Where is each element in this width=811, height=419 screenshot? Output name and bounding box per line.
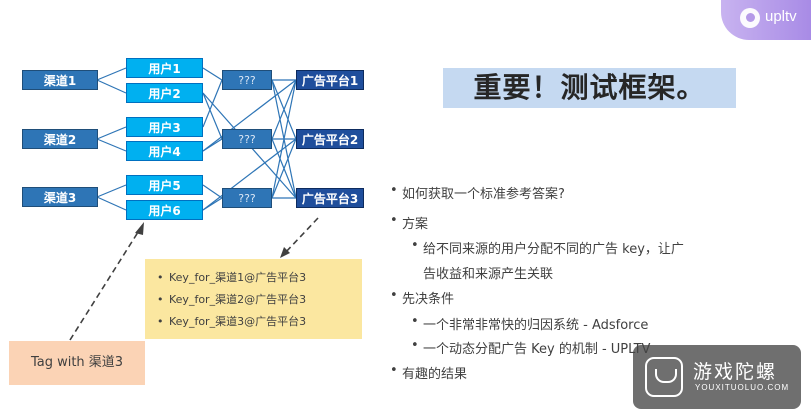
ad-platform-2: 广告平台2 xyxy=(296,129,364,149)
bullet-prereq-key-allocation: 一个动态分配广告 Key 的机制 - UPLTV xyxy=(411,338,650,357)
unknown-node-1: ??? xyxy=(222,70,272,90)
arrow-head-up xyxy=(135,222,144,235)
arrow-head-down xyxy=(280,247,290,258)
user-2: 用户2 xyxy=(126,83,203,103)
bullet-prereq-attribution: 一个非常非常快的归因系统 - Adsforce xyxy=(411,314,648,333)
bullet-result: 有趣的结果 xyxy=(390,363,467,382)
key-item: Key_for_渠道2@广告平台3 xyxy=(157,289,362,311)
ad-platform-3: 广告平台3 xyxy=(296,188,364,208)
upltv-logo-icon xyxy=(740,8,760,28)
ad-platform-1: 广告平台1 xyxy=(296,70,364,90)
key-callout-box: Key_for_渠道1@广告平台3 Key_for_渠道2@广告平台3 Key_… xyxy=(145,259,362,339)
upltv-logo: upltv xyxy=(721,0,811,40)
bullet-prerequisites: 先决条件 xyxy=(390,288,454,307)
user-1: 用户1 xyxy=(126,58,203,78)
tag-callout-box: Tag with 渠道3 xyxy=(9,341,145,385)
gamepad-logo-icon xyxy=(645,357,683,397)
channel-3: 渠道3 xyxy=(22,187,98,207)
user-4: 用户4 xyxy=(126,141,203,161)
bullet-question: 如何获取一个标准参考答案? xyxy=(390,183,565,202)
slide-title: 重要！测试框架。 xyxy=(443,68,736,108)
key-item: Key_for_渠道1@广告平台3 xyxy=(157,267,362,289)
bullet-plan-item-continued: 告收益和来源产生关联 xyxy=(423,267,554,282)
user-6: 用户6 xyxy=(126,200,203,220)
user-5: 用户5 xyxy=(126,175,203,195)
watermark-url: YOUXITUOLUO.COM xyxy=(695,383,790,392)
key-item: Key_for_渠道3@广告平台3 xyxy=(157,311,362,333)
watermark-text: 游戏陀螺 xyxy=(693,361,778,383)
logo-text: upltv xyxy=(765,8,797,25)
bullet-plan-item: 给不同来源的用户分配不同的广告 key，让广 xyxy=(411,238,684,257)
unknown-node-2: ??? xyxy=(222,129,272,149)
watermark: 游戏陀螺 YOUXITUOLUO.COM xyxy=(633,345,801,409)
user-3: 用户3 xyxy=(126,117,203,137)
unknown-node-3: ??? xyxy=(222,188,272,208)
bullet-plan: 方案 xyxy=(390,213,428,232)
channel-1: 渠道1 xyxy=(22,70,98,90)
channel-2: 渠道2 xyxy=(22,129,98,149)
